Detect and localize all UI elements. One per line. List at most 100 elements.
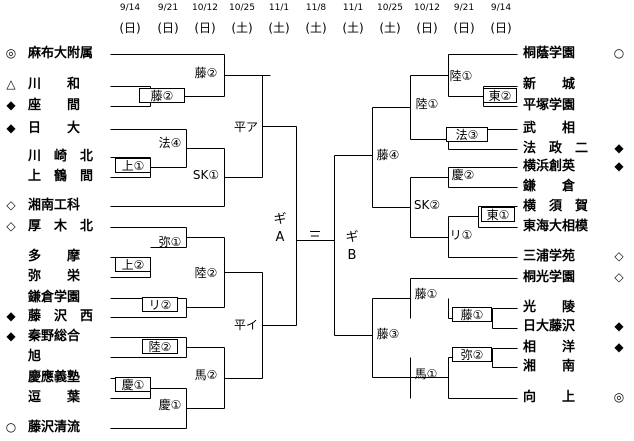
team-name: 武 相 — [523, 121, 576, 136]
date-label: 9/21 — [157, 3, 179, 13]
team-name: 秦野総合 — [28, 329, 81, 344]
venue-label: 平ア — [233, 120, 258, 134]
team-name: 旭 — [28, 349, 42, 364]
date-label: 10/12 — [414, 3, 440, 13]
venue-label: B — [347, 248, 357, 263]
seed-mark: ◇ — [6, 198, 16, 212]
seed-mark: ◇ — [614, 249, 624, 263]
result-label: 藤② — [194, 66, 218, 80]
seed-mark: ◆ — [614, 340, 624, 354]
date-label: 9/14 — [490, 3, 512, 13]
seed-mark: ◆ — [614, 159, 624, 173]
day-label: (日) — [157, 21, 179, 35]
team-name: 湘南工科 — [28, 198, 81, 213]
seed-mark: ○ — [5, 420, 17, 434]
result-box: 弥② — [452, 347, 492, 362]
result-label: 法④ — [158, 136, 182, 150]
team-name: 日大藤沢 — [523, 319, 576, 334]
date-label: 9/21 — [453, 3, 475, 13]
result-box: 法③ — [446, 127, 488, 142]
result-label: 慶② — [451, 168, 475, 182]
result-box: リ② — [142, 297, 178, 312]
team-name: 逗 葉 — [28, 390, 81, 405]
result-box: 慶① — [115, 377, 151, 392]
result-box: 陸② — [142, 339, 178, 354]
seed-mark: ◎ — [613, 390, 625, 404]
team-name: 東海大相模 — [523, 219, 589, 234]
seed-mark: ◆ — [6, 121, 16, 135]
result-label: 陸② — [194, 266, 218, 280]
seed-mark: ◆ — [6, 309, 16, 323]
seed-mark: △ — [6, 77, 16, 91]
result-label: SK② — [413, 198, 441, 212]
date-label: 11/1 — [342, 3, 364, 13]
team-name: 麻布大附属 — [28, 46, 94, 61]
team-name: 法 政 二 — [523, 141, 589, 156]
result-label: 弥① — [158, 235, 182, 249]
day-label: (土) — [305, 21, 327, 35]
result-label: 慶① — [158, 398, 182, 412]
venue-label: ギ — [273, 212, 287, 227]
result-box: 上① — [115, 158, 151, 173]
team-name: 多 摩 — [28, 249, 81, 264]
result-label: 馬② — [194, 368, 218, 382]
team-name: 光 陵 — [523, 300, 576, 315]
seed-mark: ◇ — [614, 270, 624, 284]
team-name: 鎌倉学園 — [28, 290, 81, 305]
date-label: 9/14 — [119, 3, 141, 13]
date-label: 10/12 — [192, 3, 218, 13]
day-label: (土) — [342, 21, 364, 35]
result-box: 藤① — [452, 307, 492, 322]
result-label: リ① — [449, 228, 473, 242]
team-name: 日 大 — [28, 121, 81, 136]
team-name: 新 城 — [523, 77, 576, 92]
venue-label: ギ — [345, 230, 359, 245]
team-name: 相 洋 — [523, 340, 576, 355]
seed-mark: ◇ — [6, 219, 16, 233]
team-name: 平塚学園 — [523, 98, 576, 113]
team-name: 三浦学苑 — [523, 249, 576, 264]
day-label: (日) — [416, 21, 438, 35]
team-name: 横浜創英 — [523, 159, 576, 174]
team-name: 川 和 — [28, 77, 81, 92]
team-name: 厚 木 北 — [28, 219, 94, 234]
day-label: (日) — [453, 21, 475, 35]
date-label: 11/1 — [268, 3, 290, 13]
day-label: (日) — [490, 21, 512, 35]
team-name: 藤 沢 西 — [28, 309, 94, 324]
team-name: 桐光学園 — [523, 270, 576, 285]
venue-label: 平イ — [233, 318, 258, 332]
date-label: 10/25 — [229, 3, 255, 13]
team-name: 横 須 賀 — [523, 199, 589, 214]
team-name: 座 間 — [28, 98, 81, 113]
seed-mark: ◆ — [614, 319, 624, 333]
team-name: 藤沢清流 — [28, 420, 81, 435]
day-label: (日) — [194, 21, 216, 35]
seed-mark: ◆ — [6, 329, 16, 343]
seed-mark: ◆ — [6, 98, 16, 112]
team-name: 桐蔭学園 — [523, 46, 576, 61]
team-name: 鎌 倉 — [523, 179, 576, 194]
result-label: 陸① — [449, 69, 473, 83]
day-label: (土) — [268, 21, 290, 35]
team-name: 湘 南 — [523, 359, 576, 374]
day-label: (土) — [379, 21, 401, 35]
result-label: 藤① — [414, 287, 438, 301]
seed-mark: ○ — [613, 46, 625, 60]
result-label: 陸① — [415, 97, 439, 111]
team-name: 慶應義塾 — [28, 370, 81, 385]
date-label: 11/8 — [305, 3, 327, 13]
day-label: (土) — [231, 21, 253, 35]
result-label: 馬① — [414, 367, 438, 381]
venue-label: 三 — [308, 230, 322, 245]
result-box: 東② — [483, 88, 517, 103]
result-label: SK① — [192, 168, 220, 182]
team-name: 川 崎 北 — [28, 149, 94, 164]
result-box: 藤② — [139, 88, 185, 103]
date-label: 10/25 — [377, 3, 403, 13]
team-name: 弥 栄 — [28, 269, 81, 284]
day-label: (日) — [119, 21, 141, 35]
team-name: 上 鶴 間 — [28, 169, 94, 184]
